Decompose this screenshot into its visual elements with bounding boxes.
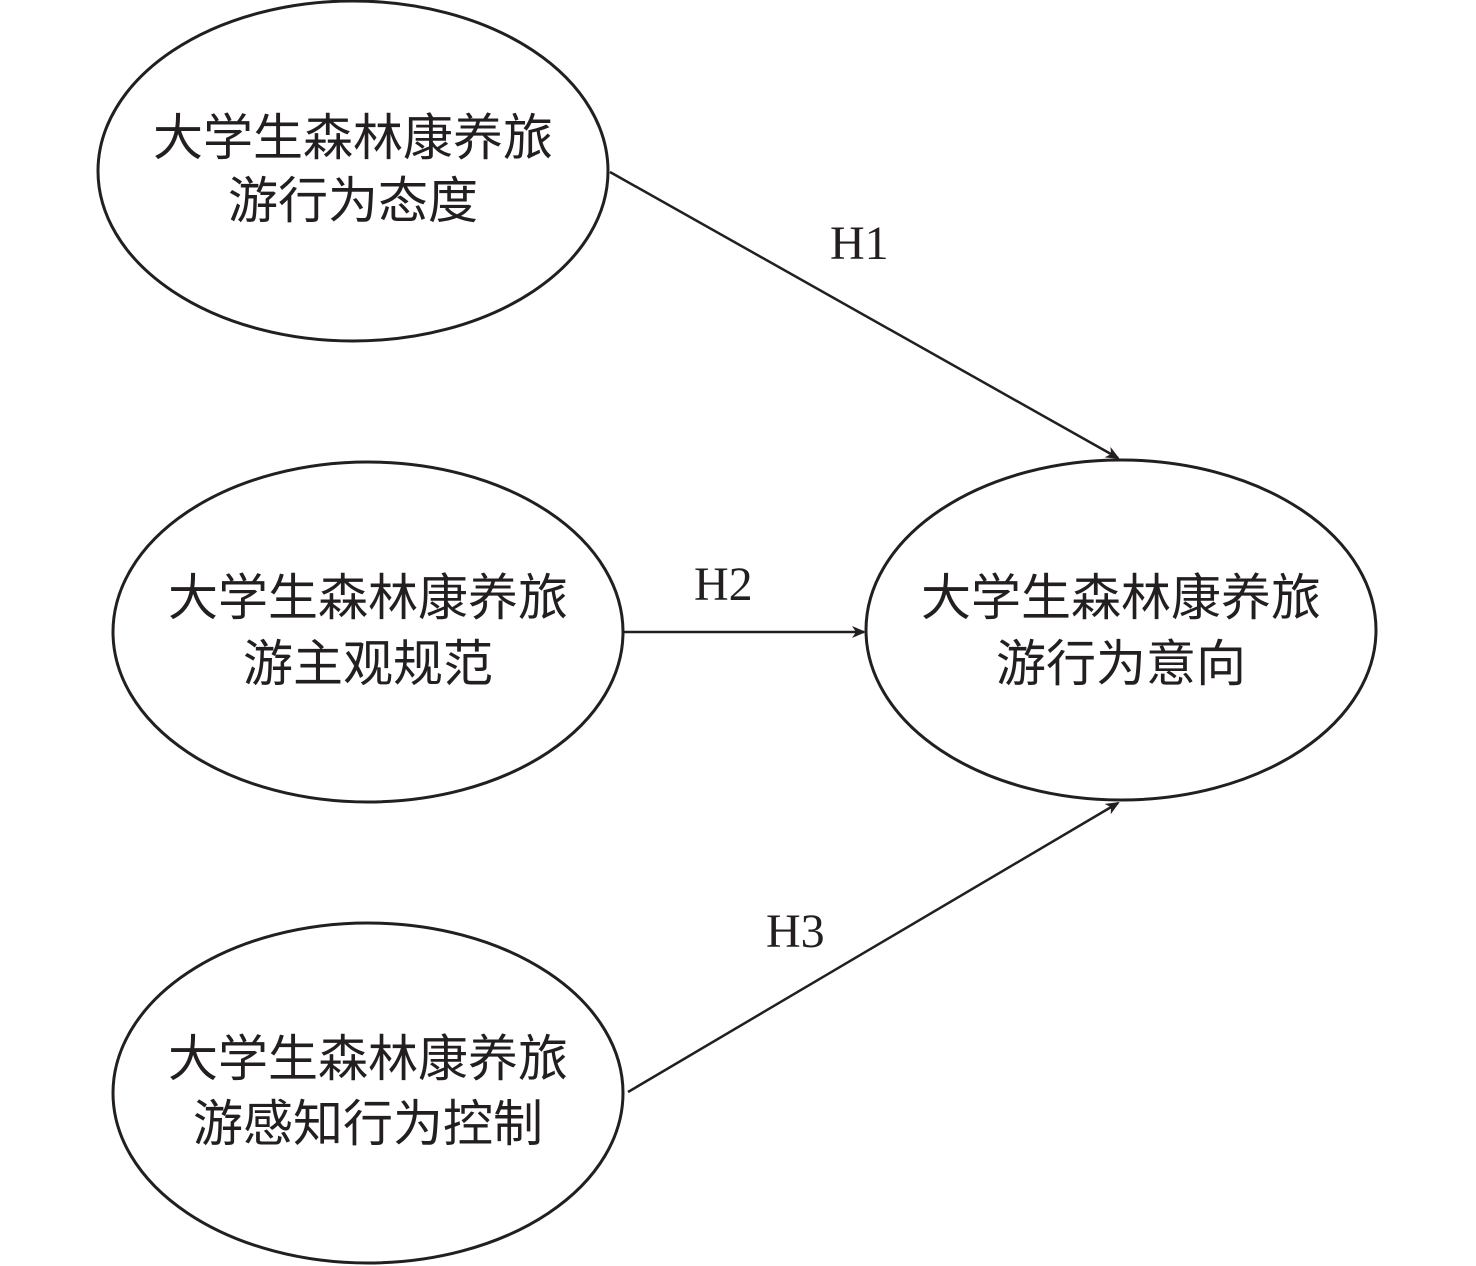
edge-h1-label: H1	[830, 217, 889, 270]
node-norm-line1: 大学生森林康养旅	[168, 569, 568, 627]
node-intention-line1: 大学生森林康养旅	[921, 569, 1321, 627]
edge-h1: H1	[609, 170, 1120, 460]
edge-h3-label: H3	[766, 905, 825, 958]
node-intention-ellipse	[864, 458, 1378, 802]
node-control-line1: 大学生森林康养旅	[168, 1030, 568, 1088]
node-attitude-line2: 游行为态度	[228, 172, 478, 230]
node-control: 大学生森林康养旅 游感知行为控制	[111, 921, 625, 1265]
edge-h3: H3	[627, 801, 1120, 1094]
edge-h3-arrow	[627, 801, 1120, 1094]
node-attitude-ellipse	[96, 0, 610, 343]
node-intention-line2: 游行为意向	[996, 635, 1246, 693]
node-norm-ellipse	[111, 460, 625, 804]
node-attitude-line1: 大学生森林康养旅	[153, 109, 553, 167]
node-control-line2: 游感知行为控制	[193, 1095, 543, 1153]
node-control-ellipse	[111, 921, 625, 1265]
node-norm: 大学生森林康养旅 游主观规范	[111, 460, 625, 804]
edge-h2-label: H2	[694, 558, 753, 611]
edge-h2: H2	[624, 558, 866, 638]
edge-h1-arrow	[609, 170, 1120, 460]
node-norm-line2: 游主观规范	[243, 635, 493, 693]
node-intention: 大学生森林康养旅 游行为意向	[864, 458, 1378, 802]
node-attitude: 大学生森林康养旅 游行为态度	[96, 0, 610, 343]
